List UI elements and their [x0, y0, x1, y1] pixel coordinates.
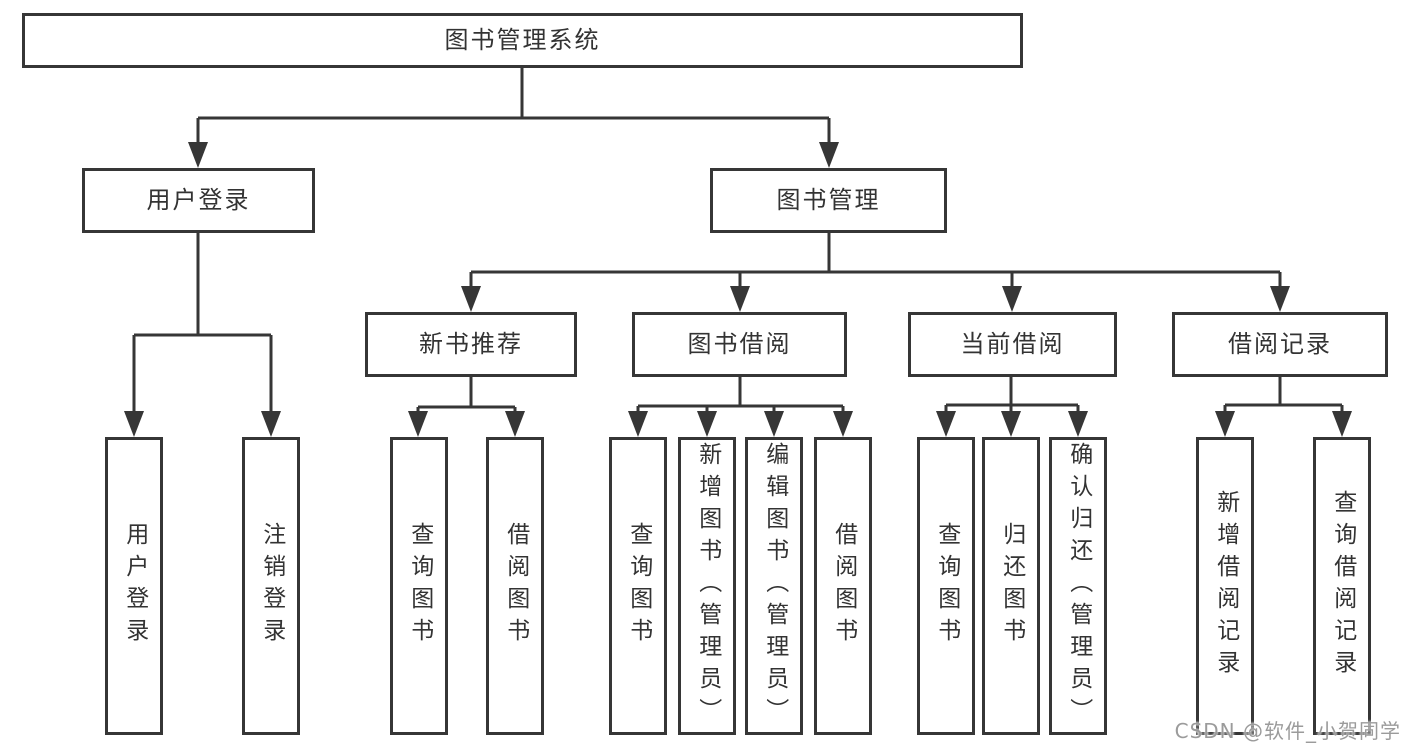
node-label: 图书管理	[776, 186, 881, 215]
node-label: 注销登录	[258, 522, 285, 650]
edge-current-borrow-children	[944, 377, 1080, 413]
csdn-watermark: CSDN @软件_小贺同学	[1174, 719, 1401, 743]
node-book-management: 图书管理	[710, 168, 947, 233]
node-new-book-recommend: 新书推荐	[365, 312, 577, 377]
node-current-borrow: 当前借阅	[908, 312, 1117, 377]
node-label: 借阅图书	[502, 522, 529, 650]
leaf-confirm-return-admin: 确认归还（管理员）	[1049, 437, 1107, 735]
leaf-recommend-query-books: 查询图书	[390, 437, 448, 735]
node-label: 借阅图书	[830, 522, 857, 650]
node-book-borrow: 图书借阅	[632, 312, 847, 377]
leaf-logout: 注销登录	[242, 437, 300, 735]
leaf-return-books: 归还图书	[982, 437, 1040, 735]
leaf-add-books-admin: 新增图书（管理员）	[678, 437, 736, 735]
node-label: 查询图书	[625, 522, 652, 650]
node-label: 图书借阅	[687, 330, 792, 359]
edge-borrow-records-children	[1223, 377, 1344, 413]
node-label: 用户登录	[121, 522, 148, 650]
node-label: 确认归还（管理员）	[1065, 442, 1092, 730]
node-label: 归还图书	[998, 522, 1025, 650]
node-label: 借阅记录	[1228, 330, 1332, 359]
node-label: 编辑图书（管理员）	[761, 442, 788, 730]
node-label: 查询图书	[933, 522, 960, 650]
edge-book-borrow-children	[636, 377, 845, 413]
node-user-login: 用户登录	[82, 168, 315, 233]
leaf-user-login: 用户登录	[105, 437, 163, 735]
leaf-borrow-books: 借阅图书	[814, 437, 872, 735]
leaf-add-borrow-record: 新增借阅记录	[1196, 437, 1254, 735]
leaf-current-query-books: 查询图书	[917, 437, 975, 735]
leaf-query-borrow-record: 查询借阅记录	[1313, 437, 1371, 735]
leaf-borrow-query-books: 查询图书	[609, 437, 667, 735]
node-label: 当前借阅	[960, 330, 1065, 359]
node-label: 用户登录	[146, 186, 251, 215]
node-label: 新书推荐	[419, 330, 523, 359]
leaf-recommend-borrow-books: 借阅图书	[486, 437, 544, 735]
leaf-edit-books-admin: 编辑图书（管理员）	[745, 437, 803, 735]
node-label: 查询借阅记录	[1329, 490, 1356, 682]
node-label: 新增图书（管理员）	[694, 442, 721, 730]
arrowheads	[124, 142, 1352, 437]
node-borrow-records: 借阅记录	[1172, 312, 1388, 377]
node-label: 查询图书	[406, 522, 433, 650]
node-label: 新增借阅记录	[1212, 490, 1239, 682]
node-label: 图书管理系统	[444, 26, 601, 55]
node-library-management-system: 图书管理系统	[22, 13, 1023, 68]
edge-new-book-recommend-children	[416, 377, 517, 413]
